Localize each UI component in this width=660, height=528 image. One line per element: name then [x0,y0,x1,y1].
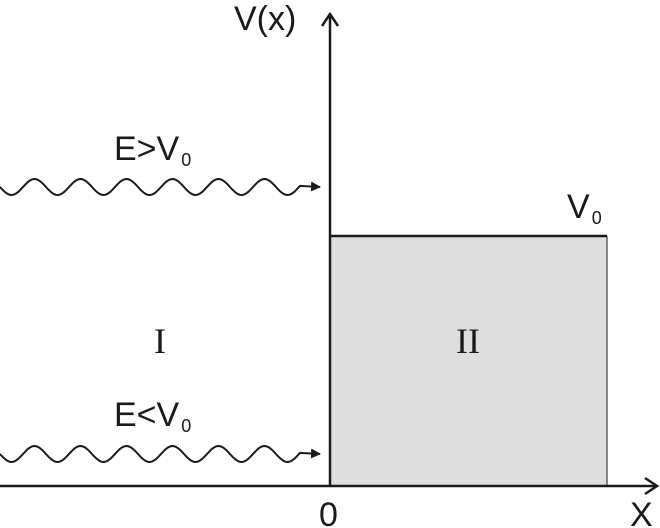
potential-label-sub: 0 [592,208,602,228]
barrier-region [330,236,607,486]
lower-wave-label-main: E<V [114,396,180,434]
origin-label: 0 [319,496,338,528]
incident-wave-upper [0,178,321,196]
region-label-left: I [154,321,166,361]
y-axis-arrowhead [320,11,340,27]
lower-wave-label-sub: 0 [181,416,191,436]
x-axis-label: X [630,496,653,528]
region-label-right: II [456,321,480,361]
upper-wave-label-main: E>V [114,130,180,168]
incident-wave-lower [0,445,321,463]
potential-label-main: V [567,188,590,226]
y-axis-label: V(x) [234,0,296,38]
upper-wave-label-sub: 0 [181,150,191,170]
x-axis-arrowhead [644,476,660,496]
